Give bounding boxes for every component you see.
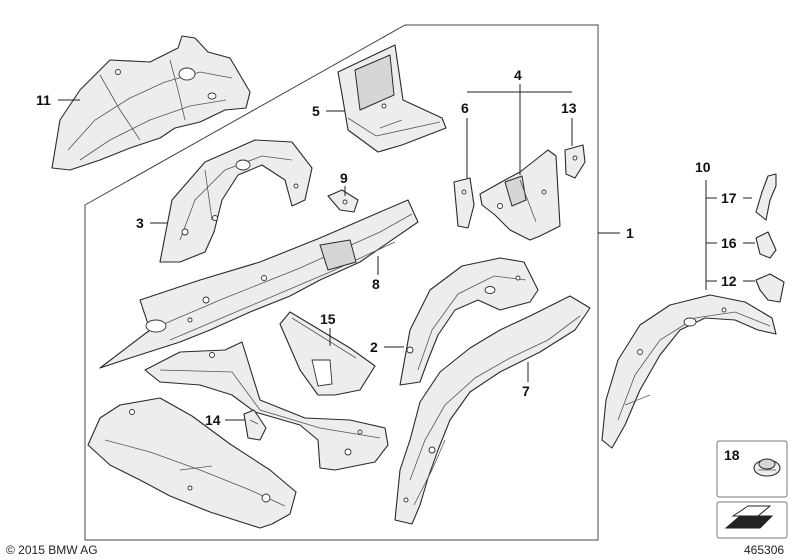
part-4-bracket[interactable]: [479, 149, 561, 241]
part-8-side-member[interactable]: [99, 199, 419, 369]
callout-1: 1: [626, 225, 634, 241]
part-9-clip[interactable]: [327, 189, 359, 213]
copyright-text: © 2015 BMW AG: [6, 543, 98, 557]
callout-7: 7: [522, 383, 530, 399]
callout-13: 13: [561, 100, 577, 116]
callout-10: 10: [695, 159, 711, 175]
part-17-clip[interactable]: [755, 173, 777, 221]
callout-6: 6: [461, 100, 469, 116]
part-2-wheel-arch[interactable]: [399, 257, 539, 386]
callout-15: 15: [320, 311, 336, 327]
diagram-number: 465306: [744, 543, 784, 557]
callout-2: 2: [370, 339, 378, 355]
callout-16: 16: [721, 235, 737, 251]
part-16-clip[interactable]: [755, 231, 777, 259]
callout-3: 3: [136, 215, 144, 231]
part-18-box: [716, 440, 788, 498]
part-13-bracket[interactable]: [564, 144, 586, 179]
callout-8: 8: [372, 276, 380, 292]
part-15-gusset[interactable]: [279, 311, 376, 396]
part-11-wheelhouse-panel[interactable]: [51, 35, 251, 171]
callout-4: 4: [514, 67, 522, 83]
part-18-push-nut[interactable]: [753, 458, 781, 477]
callout-14: 14: [205, 412, 221, 428]
part-floor-panel[interactable]: [87, 397, 297, 529]
part-wheelhouse-liner[interactable]: [601, 294, 777, 449]
callout-11: 11: [36, 92, 51, 108]
callout-18: 18: [724, 447, 740, 463]
part-crossmember[interactable]: [144, 341, 389, 471]
part-3-wheel-arch[interactable]: [159, 139, 313, 263]
callout-9: 9: [340, 170, 348, 186]
part-6-bracket[interactable]: [453, 177, 475, 229]
part-5-bracket[interactable]: [337, 44, 447, 153]
callout-5: 5: [312, 103, 320, 119]
assembly-frame: [84, 24, 599, 541]
part-12-clip[interactable]: [755, 273, 785, 303]
callout-12: 12: [721, 273, 737, 289]
orientation-arrow-icon: [724, 505, 774, 529]
callout-17: 17: [721, 190, 737, 206]
part-7-side-panel[interactable]: [394, 295, 591, 525]
part-14-clip[interactable]: [243, 409, 267, 441]
